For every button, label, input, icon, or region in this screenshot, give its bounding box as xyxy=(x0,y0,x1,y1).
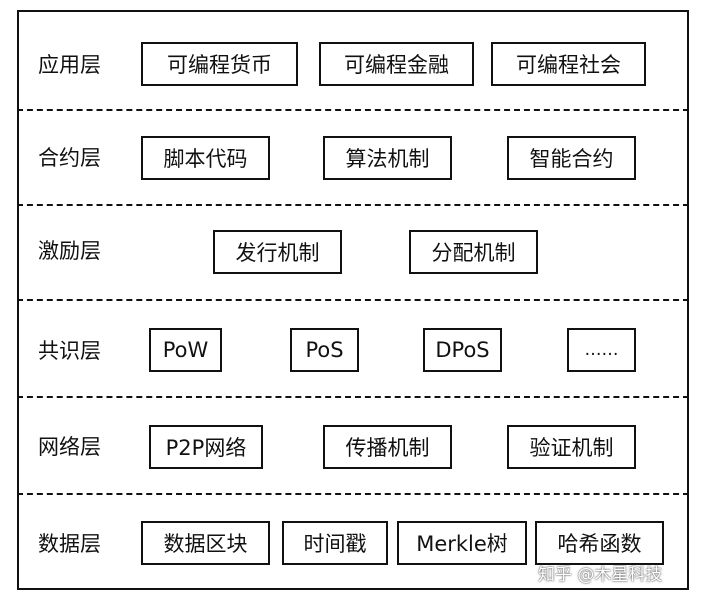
component-box: 可编程货币 xyxy=(141,42,298,86)
component-box: 脚本代码 xyxy=(141,136,270,180)
component-box: 验证机制 xyxy=(507,425,636,469)
component-box: DPoS xyxy=(423,328,502,372)
watermark-text: 知乎 @木星科技 xyxy=(538,565,663,585)
layer-divider xyxy=(17,493,689,495)
layer-label-data: 数据层 xyxy=(38,532,101,556)
component-box-ellipsis: …… xyxy=(567,328,636,372)
component-box: PoS xyxy=(290,328,359,372)
component-box: Merkle树 xyxy=(397,521,527,565)
component-box: 智能合约 xyxy=(507,136,636,180)
layer-label-incentive: 激励层 xyxy=(38,239,101,263)
layer-divider xyxy=(17,396,689,398)
component-box: P2P网络 xyxy=(149,425,263,469)
layer-label-consensus: 共识层 xyxy=(38,339,101,363)
component-box: 可编程社会 xyxy=(491,42,646,86)
layer-label-contract: 合约层 xyxy=(38,146,101,170)
component-box: 分配机制 xyxy=(409,230,538,274)
component-box: 时间戳 xyxy=(282,521,388,565)
layer-label-network: 网络层 xyxy=(38,435,101,459)
layer-divider xyxy=(17,299,689,301)
layer-label-application: 应用层 xyxy=(38,53,101,77)
component-box: 传播机制 xyxy=(323,425,452,469)
component-box: PoW xyxy=(149,328,222,372)
component-box: 哈希函数 xyxy=(535,521,664,565)
component-box: 发行机制 xyxy=(213,230,342,274)
component-box: 数据区块 xyxy=(141,521,270,565)
layer-divider xyxy=(17,204,689,206)
component-box: 可编程金融 xyxy=(319,42,474,86)
layer-divider xyxy=(17,109,689,111)
component-box: 算法机制 xyxy=(323,136,452,180)
